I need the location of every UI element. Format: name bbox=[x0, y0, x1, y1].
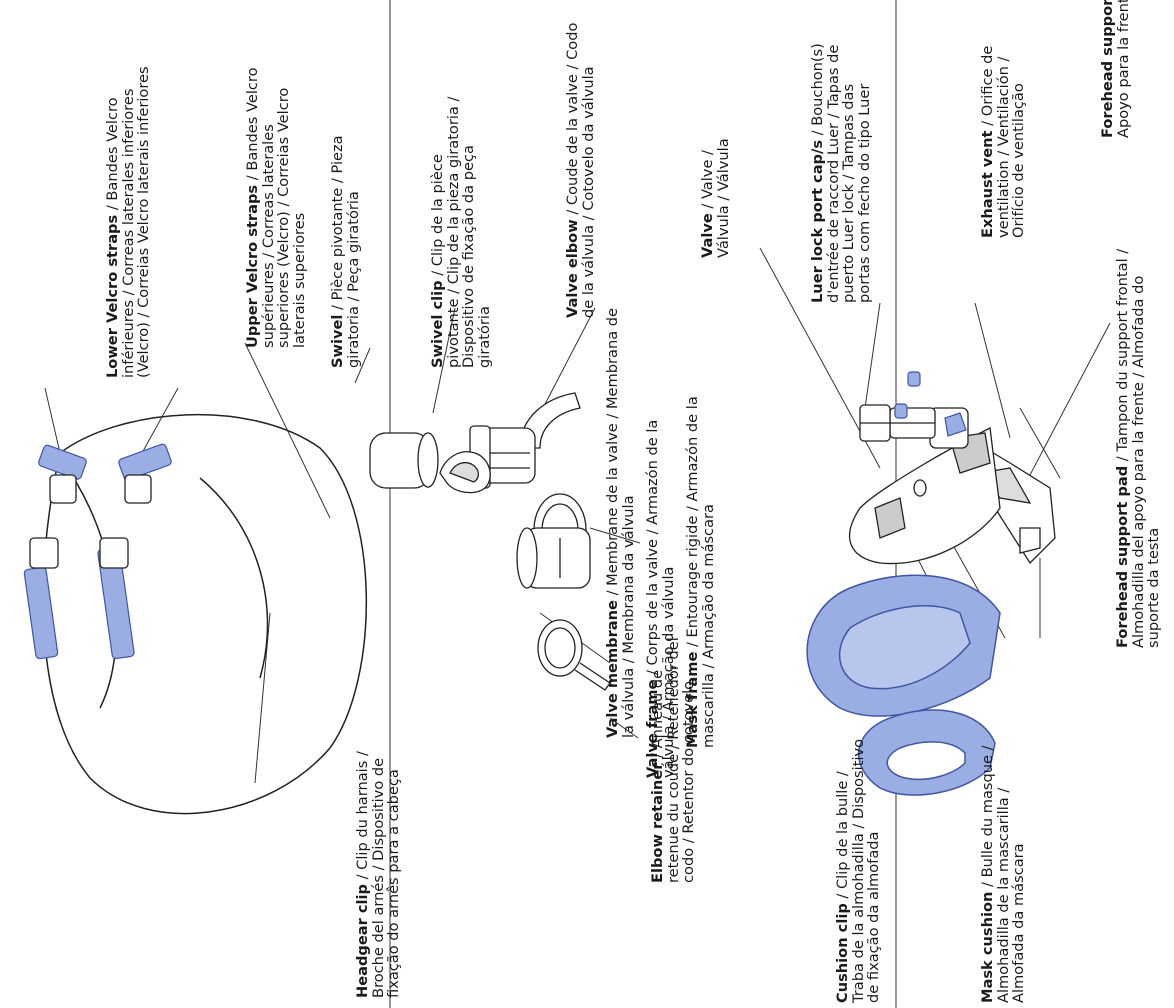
label-forehead-support: Forehead support / Support frontal / Apo… bbox=[1100, 0, 1131, 138]
label-forehead-support-pad: Forehead support pad / Tampon du support… bbox=[1115, 208, 1162, 648]
leader-line bbox=[1020, 408, 1060, 478]
label-upper-velcro-straps: Upper Velcro straps / Bandes Velcro supé… bbox=[245, 0, 307, 348]
leader-line bbox=[865, 303, 880, 408]
leader-line bbox=[975, 303, 1010, 438]
headgear-part bbox=[43, 415, 366, 814]
label-headgear-clip: Headgear clip / Clip du harnais / Broche… bbox=[355, 678, 402, 998]
label-swivel-clip: Swivel clip / Clip de la pièce pivotante… bbox=[430, 8, 492, 368]
swivel-part bbox=[370, 433, 438, 488]
label-valve-elbow: Valve elbow / Coude de la valve / Codo d… bbox=[565, 0, 596, 318]
mask-frame-part bbox=[850, 428, 1000, 564]
label-valve-membrane: Valve membrane / Membrane de la valve / … bbox=[605, 298, 636, 738]
label-exhaust-vent: Exhaust vent / Orifice de ventilation / … bbox=[980, 0, 1027, 238]
label-cushion-clip: Cushion clip / Clip de la bulle / Traba … bbox=[835, 683, 882, 1003]
label-valve: Valve / Valve / Válvula / Válvula bbox=[700, 98, 731, 258]
label-lower-velcro-straps: Lower Velcro straps / Bandes Velcro infé… bbox=[105, 0, 152, 378]
label-swivel: Swivel / Pièce pivotante / Pieza girator… bbox=[330, 68, 361, 368]
label-elbow-retainer: Elbow retainer / Anneau de retenue du co… bbox=[650, 523, 697, 883]
leader-line bbox=[142, 388, 178, 453]
label-mask-cushion: Mask cushion / Bulle du masque / Almohad… bbox=[980, 683, 1027, 1003]
valve-frame-part bbox=[517, 528, 590, 588]
label-luer-lock-port-caps: Luer lock port cap/s / Bouchon(s) d'entr… bbox=[810, 0, 872, 303]
swivel-clip-part bbox=[440, 452, 490, 493]
leader-line bbox=[45, 388, 60, 453]
